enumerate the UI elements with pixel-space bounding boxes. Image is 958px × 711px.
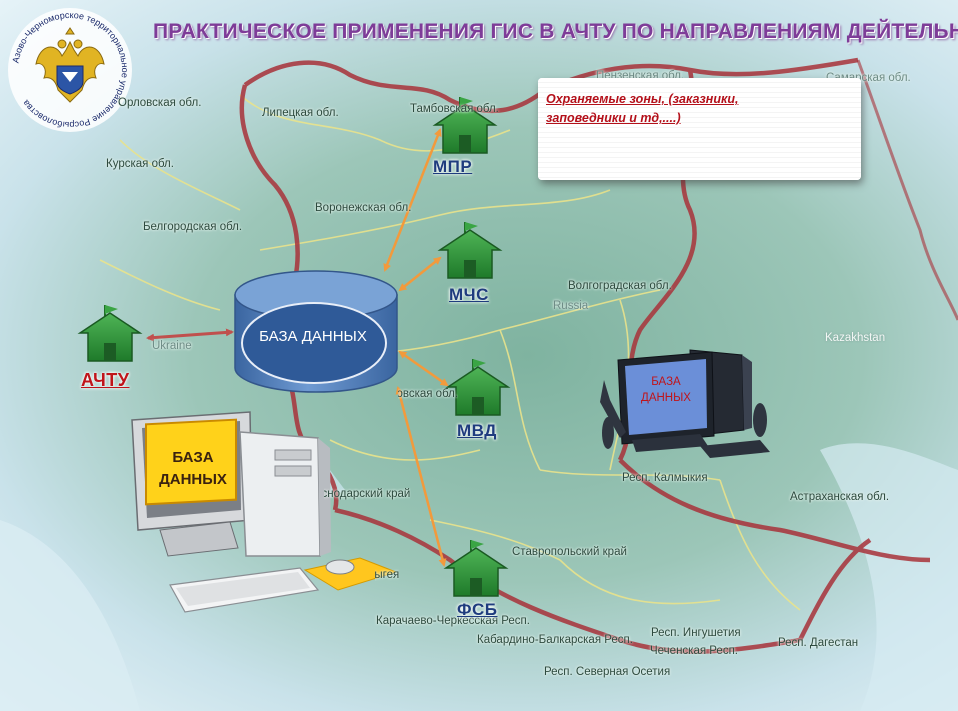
region-label: Ростовская обл. [372,388,459,400]
house-mchs-icon [437,222,503,279]
label-achtu[interactable]: АЧТУ [81,370,130,390]
region-label: Ukraine [152,340,192,352]
callout-box: Охраняемые зоны, (заказники, заповедники… [538,78,861,180]
region-label: Russia [553,300,589,312]
region-label: Белгородская обл. [143,221,243,233]
region-label: Kazakhstan [825,332,886,344]
region-label: Астраханская обл. [790,491,890,503]
arrow-db-mvd [398,350,449,387]
region-label: Респ. Ингушетия [651,627,741,639]
region-label: Воронежская обл. [315,202,412,214]
house-mpr-icon [432,97,498,154]
page-title: ПРАКТИЧЕСКОЕ ПРИМЕНЕНИЯ ГИС В АЧТУ ПО НА… [153,20,958,43]
region-label: Респ. Северная Осетия [544,666,671,678]
caspian-area [820,443,958,711]
region-label: Краснодарский край [302,488,411,500]
region-label: Ставропольский край [512,546,627,558]
region-label: Волгоградская обл. [568,280,672,292]
region-label: Кабардино-Балкарская Респ. [477,634,633,646]
sea-area [0,520,140,711]
computer-left [131,411,398,613]
label-mchs[interactable]: МЧС [449,285,489,304]
house-achtu-icon [77,305,143,362]
region-label: Тамбовская обл. [410,103,499,115]
border-east [856,59,958,321]
arrow-db-mpr [383,128,442,272]
region-label: Липецкая обл. [262,107,339,119]
label-mvd[interactable]: МВД [457,421,497,440]
logo-emblem: Азово-Черноморское территориальное управ… [8,8,132,132]
label-fsb[interactable]: ФСБ [457,600,498,619]
computer-right [600,349,770,458]
arrow-achtu-db [146,328,234,342]
label-mpr[interactable]: МПР [433,157,473,176]
region-label: Чеченская Респ. [650,645,739,657]
callout-text: Охраняемые зоны, (заказники, заповедники… [546,92,739,125]
region-label: Респ. Дагестан [778,637,859,649]
region-label: Респ. Калмыкия [622,472,708,484]
house-mvd-icon [445,359,511,416]
region-label: Орловская обл. [118,97,202,109]
region-label: Карачаево-Черкесская Респ. [376,615,530,627]
arrow-db-mchs [398,256,442,292]
right-computer-screen-label: БАЗА ДАННЫХ [641,376,691,404]
callout-lines [538,78,861,180]
database-label: БАЗА ДАННЫХ [259,328,367,345]
house-fsb-icon [443,540,509,597]
arrow-db-fsb [395,386,447,567]
left-computer-screen-label: БАЗА ДАННЫХ [159,449,227,488]
database-cylinder [234,270,398,393]
region-label: Адыгея [360,569,400,581]
region-label: Курская обл. [106,158,174,170]
